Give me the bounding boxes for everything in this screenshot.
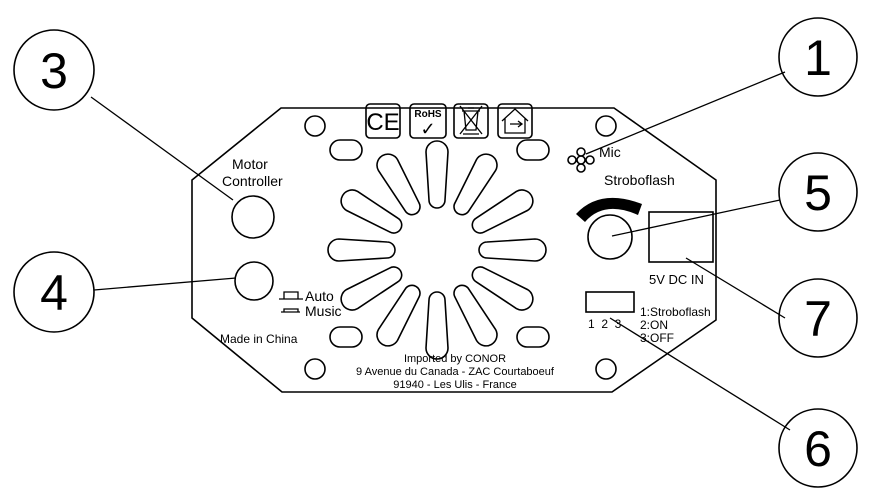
motor-label-line1: Motor (232, 156, 268, 172)
vent-blade (425, 140, 449, 209)
callout-number: 4 (40, 265, 68, 321)
callout-number: 7 (804, 291, 832, 347)
leader-line-6 (609, 317, 791, 431)
callout-1: 1 (778, 17, 858, 97)
callout-number: 3 (40, 43, 68, 99)
switch-position-icon (279, 291, 303, 313)
vent-blade (327, 238, 396, 262)
switch-option-2: 2:ON (640, 318, 668, 332)
dc-in-label: 5V DC IN (649, 272, 704, 287)
leader-line-5 (611, 199, 781, 237)
auto-music-button[interactable] (234, 261, 274, 301)
callout-number: 6 (804, 421, 832, 477)
mount-hole (595, 115, 617, 137)
vent-slot (329, 139, 363, 161)
callout-3: 3 (13, 29, 95, 111)
mic-holes-icon (567, 147, 595, 173)
vent-blade (471, 266, 534, 311)
vent-blade (471, 189, 534, 234)
switch-positions: 1 2 3 (588, 317, 622, 331)
made-in-label: Made in China (220, 332, 298, 346)
leader-line-7 (685, 257, 786, 319)
vent-blade (425, 291, 449, 360)
mount-hole (304, 358, 326, 380)
callout-5: 5 (778, 152, 858, 232)
importer-line-3: 91940 - Les Ulis - France (393, 379, 517, 391)
mount-hole (304, 115, 326, 137)
callout-7: 7 (778, 278, 858, 358)
mode-switch[interactable] (585, 291, 635, 313)
vent-blade (453, 284, 498, 347)
ce-mark-text: CE (366, 109, 399, 136)
importer-line-1: Imported by CONOR (404, 353, 506, 365)
vent-blade (340, 266, 403, 311)
motor-label-line2: Controller (222, 173, 283, 189)
importer-line-2: 9 Avenue du Canada - ZAC Courtaboeuf (356, 366, 555, 378)
stroboflash-arc (576, 197, 642, 222)
panel-outline (191, 107, 717, 393)
vent-slot (516, 139, 550, 161)
switch-option-3: 3:OFF (640, 331, 674, 345)
vent-blade (376, 284, 421, 347)
motor-controller-knob[interactable] (231, 195, 275, 239)
vent-blade (453, 153, 498, 216)
callout-4: 4 (13, 251, 95, 333)
switch-option-1: 1:Stroboflash (640, 305, 711, 319)
rohs-check: ✓ (420, 119, 435, 139)
callout-6: 6 (778, 408, 858, 488)
vent-slot (516, 326, 550, 348)
rohs-mark-text: RoHS (414, 109, 442, 120)
stroboflash-label: Stroboflash (604, 172, 675, 188)
indoor-use-icon (497, 103, 533, 139)
ce-mark-icon (365, 103, 401, 139)
vent-fan (327, 140, 547, 360)
vent-blade (376, 153, 421, 216)
dc-in-jack[interactable] (648, 211, 714, 263)
rohs-mark-icon (409, 103, 447, 139)
auto-label: Auto (305, 288, 334, 304)
certification-marks: CE RoHS ✓ (365, 103, 533, 139)
mic-label: Mic (599, 144, 621, 160)
leader-line-1 (585, 71, 786, 155)
callout-number: 5 (804, 165, 832, 221)
callout-number: 1 (804, 30, 832, 86)
vent-blade (478, 238, 547, 262)
vent-slot (329, 326, 363, 348)
mount-hole (595, 358, 617, 380)
leader-line-3 (90, 96, 234, 201)
stroboflash-knob[interactable] (587, 214, 633, 260)
weee-bin-icon (453, 103, 489, 139)
music-label: Music (305, 303, 342, 319)
leader-line-4 (93, 277, 237, 291)
vent-blade (340, 189, 403, 234)
